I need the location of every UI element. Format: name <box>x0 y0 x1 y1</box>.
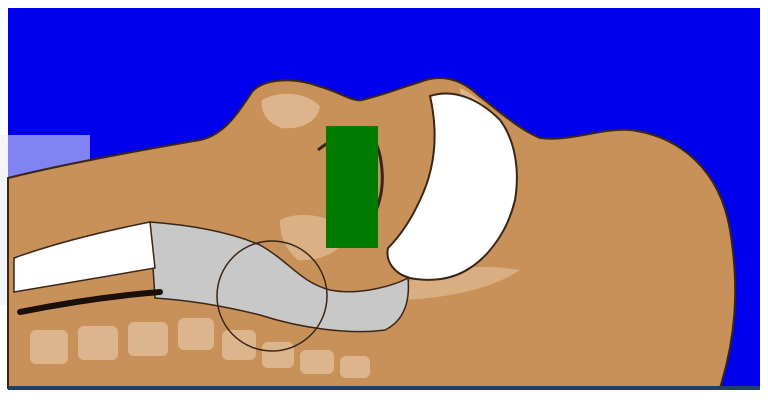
vertebra-3 <box>128 322 168 356</box>
vertebra-1 <box>30 330 68 364</box>
vertebra-4 <box>178 318 214 350</box>
vertebra-2 <box>78 326 118 360</box>
vertebra-8 <box>340 356 370 378</box>
vertebra-5 <box>222 330 256 360</box>
bottom-border <box>8 386 760 390</box>
vertebra-6 <box>262 342 294 368</box>
green-marker-block <box>326 126 378 248</box>
vertebra-7 <box>300 350 334 374</box>
